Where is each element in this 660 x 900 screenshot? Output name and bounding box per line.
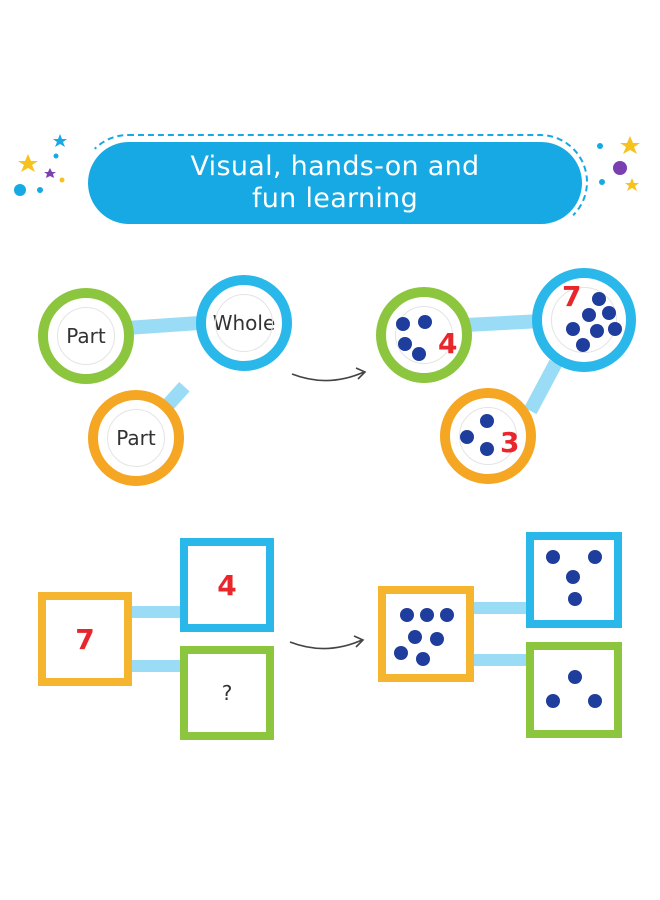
number-label: 3 (500, 426, 520, 459)
counter-dot (460, 430, 474, 444)
banner-dashed-outline (80, 134, 588, 230)
dot-icon (53, 153, 59, 159)
dot-icon (613, 161, 627, 175)
star-icon (53, 134, 67, 147)
part-label: Part (116, 426, 156, 450)
dots-part-square-top (526, 532, 622, 628)
star-icon (625, 178, 639, 191)
dot-icon (14, 184, 26, 196)
counter-dot (430, 632, 444, 646)
number-label: 7 (562, 280, 582, 313)
counter-dot (420, 608, 434, 622)
whole-label: Whole (212, 311, 276, 335)
dots-part-circle-bottom: 3 (440, 388, 536, 484)
number-label: 4 (217, 568, 237, 602)
part-circle-bottom: Part (88, 390, 184, 486)
counter-dot (588, 694, 602, 708)
counter-dot (440, 608, 454, 622)
banner-line-1: Visual, hands-on and (190, 151, 480, 182)
counter-dot (566, 322, 580, 336)
number-label: 4 (438, 327, 458, 360)
counter-dot (608, 322, 622, 336)
dots-part-square-bottom (526, 642, 622, 738)
decoration-left (14, 134, 67, 196)
counter-dot (480, 414, 494, 428)
counter-dot (480, 442, 494, 456)
star-icon (44, 168, 56, 178)
banner-line-2: fun learning (251, 183, 419, 214)
counter-dot (590, 324, 604, 338)
counter-dot (546, 694, 560, 708)
counter-dot (418, 315, 432, 329)
dots-whole-square (378, 586, 474, 682)
arrow-right-icon (289, 635, 365, 650)
whole-square: 7 (38, 592, 132, 686)
connector-bar (128, 606, 184, 618)
dots-whole-circle: 7 (532, 268, 636, 372)
counter-dot (400, 608, 414, 622)
counter-dot (546, 550, 560, 564)
counter-dot (412, 347, 426, 361)
connector-bar (470, 654, 530, 666)
counter-dot (394, 646, 408, 660)
counter-dot (396, 317, 410, 331)
star-icon (620, 136, 640, 154)
counter-dot (566, 570, 580, 584)
counter-dot (582, 308, 596, 322)
decoration-right (597, 136, 640, 191)
dot-icon (597, 143, 603, 149)
counter-dot (568, 670, 582, 684)
counter-dot (416, 652, 430, 666)
connector-bar (128, 660, 184, 672)
star-icon (18, 154, 38, 172)
counter-dot (602, 306, 616, 320)
dot-icon (37, 187, 43, 193)
dots-part-circle-top: 4 (376, 287, 472, 383)
question-label: ? (221, 681, 233, 705)
counter-dot (592, 292, 606, 306)
whole-circle: Whole (196, 275, 292, 371)
counter-dot (588, 550, 602, 564)
counter-dot (408, 630, 422, 644)
part-square-top: 4 (180, 538, 274, 632)
connector-bar (467, 314, 541, 332)
connector-bar (524, 359, 562, 415)
arrow-right-icon (291, 367, 367, 382)
counter-dot (398, 337, 412, 351)
part-circle-top: Part (38, 288, 134, 384)
part-square-bottom: ? (180, 646, 274, 740)
number-label: 7 (75, 622, 95, 656)
counter-dot (576, 338, 590, 352)
part-label: Part (66, 324, 106, 348)
dot-icon (59, 177, 65, 183)
counter-dot (568, 592, 582, 606)
connector-bar (470, 602, 530, 614)
title-banner: Visual, hands-on and fun learning (88, 142, 582, 224)
dot-icon (599, 179, 605, 185)
